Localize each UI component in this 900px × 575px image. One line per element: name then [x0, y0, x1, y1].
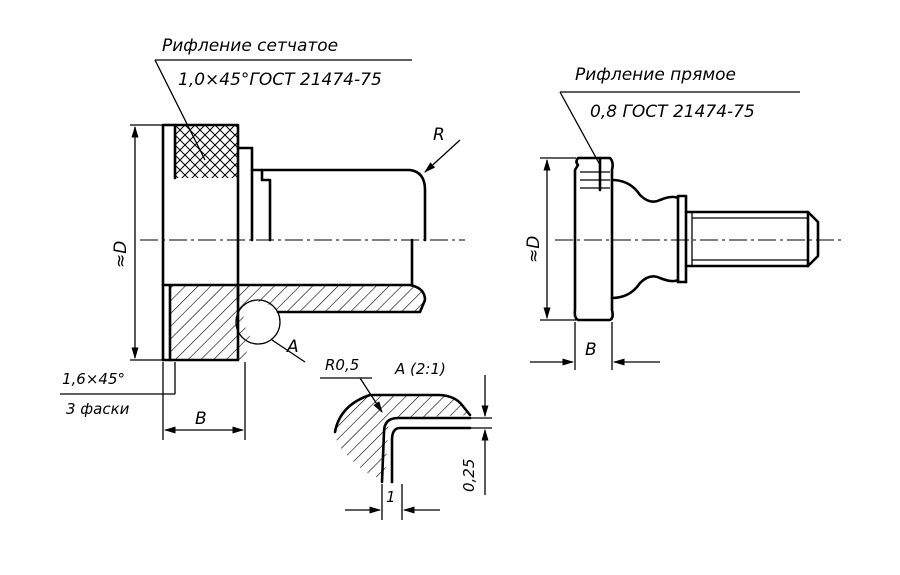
right-neck-upper [610, 178, 680, 203]
right-knurl-callout-standard: 0,8 ГОСТ 21474-75 [590, 102, 755, 122]
detail-circle [235, 299, 281, 345]
left-view: Рифление сетчатое 1,0×45°ГОСТ 21474-75 A… [60, 36, 465, 440]
shaft-neck [250, 168, 272, 242]
right-collar-edges [676, 194, 688, 284]
detail-groove [390, 426, 472, 484]
detail-ref-label: A [286, 337, 299, 357]
knurl-callout-standard: 1,0×45°ГОСТ 21474-75 [178, 70, 382, 90]
right-callout-leader [559, 91, 601, 166]
radius-label: R [433, 125, 445, 145]
section-hatching [170, 285, 425, 360]
detail-height-label: 0,25 [460, 459, 478, 492]
right-knob-head [573, 156, 614, 322]
right-thread-outline [684, 210, 820, 268]
detail-width-label: 1 [386, 488, 396, 506]
radius-leader [424, 139, 461, 173]
detail-inner-outline [380, 416, 472, 484]
detail-leader [271, 339, 306, 363]
detail-title: A (2:1) [394, 360, 446, 378]
chamfer-label: 1,6×45° [62, 370, 125, 388]
chamfer-count-label: 3 фаски [66, 400, 130, 418]
detail-section-hatching [335, 395, 470, 480]
right-knurl-callout-type: Рифление прямое [575, 65, 736, 85]
shaft-upper-outline [260, 168, 427, 242]
detail-view: R0,5 A (2:1) 0,25 1 [320, 356, 492, 520]
knurl-callout-type: Рифление сетчатое [162, 36, 338, 56]
shaft-section-outline [161, 283, 427, 314]
right-neck-lower [610, 275, 680, 300]
diameter-label: ≈D [111, 241, 131, 268]
right-width-label: B [585, 340, 597, 360]
detail-radius-label: R0,5 [325, 356, 359, 374]
right-diameter-label: ≈D [524, 236, 544, 263]
width-label: B [195, 409, 207, 429]
detail-outline [333, 393, 472, 434]
knurl-pattern [175, 126, 238, 178]
right-view: Рифление прямое 0,8 ГОСТ 21474-75 ≈D [524, 65, 845, 370]
